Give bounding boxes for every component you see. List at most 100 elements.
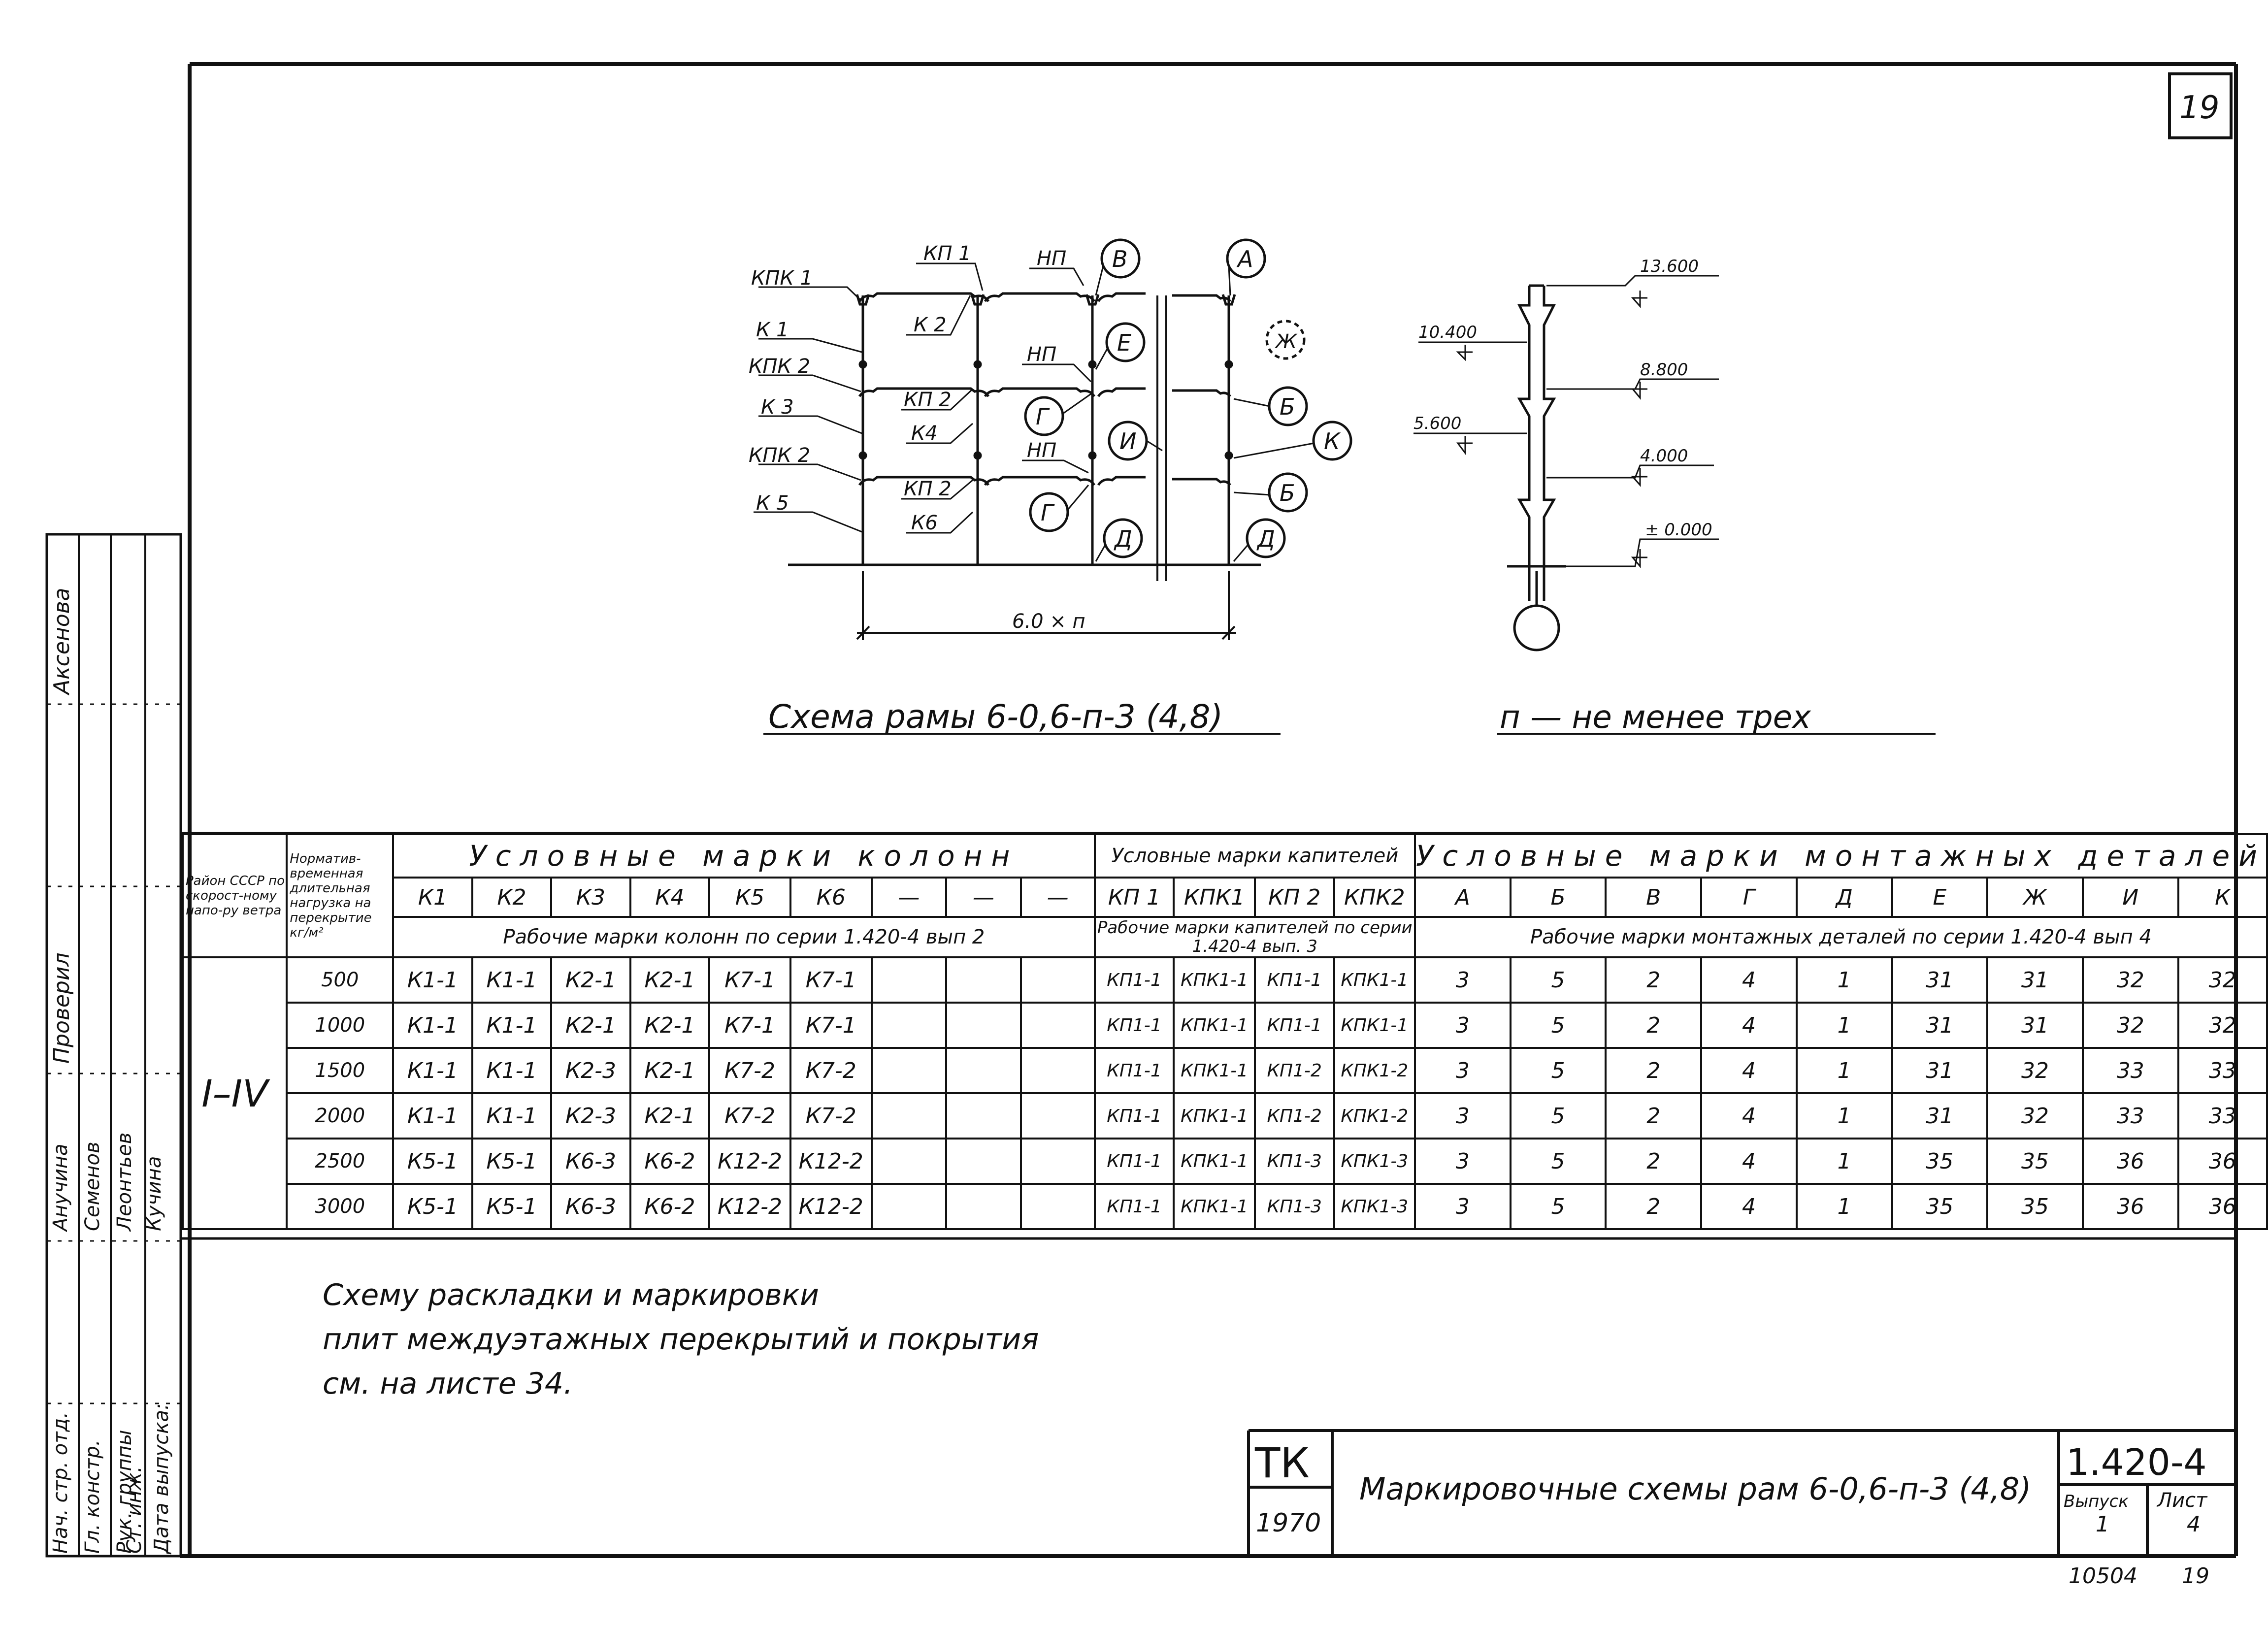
bubble-d1: Д xyxy=(1114,525,1132,552)
stamp-check-role: Проверил xyxy=(49,952,74,1064)
capital-working-mark: КП1-1 xyxy=(1093,1092,1175,1140)
bubble-v: В xyxy=(1112,246,1128,272)
column-working-mark: К1-1 xyxy=(392,1002,473,1049)
column-working-mark: К6-2 xyxy=(629,1138,711,1185)
note-line-3: см. на листе 34. xyxy=(323,1367,573,1401)
label-kpk2-b: КПК 2 xyxy=(749,444,810,467)
bubble-i: И xyxy=(1119,428,1136,455)
capital-mark: КП 1 xyxy=(1093,877,1175,918)
load-value: 500 xyxy=(286,956,394,1004)
sheet-label: Лист xyxy=(2156,1489,2208,1512)
label-kp1: КП 1 xyxy=(923,242,971,265)
level-0000: ± 0.000 xyxy=(1645,520,1712,540)
title-org: ТК xyxy=(1254,1439,1310,1487)
load-value: 1500 xyxy=(286,1047,394,1094)
column-working-mark: К7-1 xyxy=(708,956,791,1004)
column-working-mark xyxy=(870,1092,948,1140)
marks-schedule-table: Район СССР по скорост-ному напо-ру ветра… xyxy=(181,833,2268,1230)
detail-working-mark: 32 xyxy=(2081,1002,2179,1049)
column-working-mark: К7-2 xyxy=(789,1047,873,1094)
capital-working-mark: КПК1-1 xyxy=(1173,956,1256,1004)
column-mark: — xyxy=(870,877,948,918)
column-working-mark: К2-1 xyxy=(629,956,711,1004)
label-kp2-b: КП 2 xyxy=(904,478,952,500)
label-k5: К 5 xyxy=(756,492,789,515)
stamp-check-name: Аксенова xyxy=(49,587,74,694)
bubble-g2: Г xyxy=(1041,499,1055,526)
working-capital-marks: Рабочие марки капителей по серии 1.420-4… xyxy=(1093,916,1416,958)
level-5600: 5.600 xyxy=(1413,414,1461,433)
column-working-mark xyxy=(945,956,1022,1004)
column-working-mark: К1-1 xyxy=(471,1002,553,1049)
bubble-d2: Д xyxy=(1256,525,1275,552)
column-working-mark: К6-3 xyxy=(550,1183,631,1230)
detail-working-mark: 5 xyxy=(1509,1002,1607,1049)
detail-working-mark: 5 xyxy=(1509,1183,1607,1230)
header-load: Норматив-временная длительная нагрузка н… xyxy=(286,833,394,958)
column-working-mark: К12-2 xyxy=(708,1183,791,1230)
wind-region: I–IV xyxy=(181,956,288,1230)
column-working-mark xyxy=(1019,1183,1096,1230)
column-working-mark xyxy=(1019,956,1096,1004)
capital-working-mark: КПК1-1 xyxy=(1173,1047,1256,1094)
column-working-mark: К2-1 xyxy=(629,1002,711,1049)
column-mark: К3 xyxy=(550,877,631,918)
column-mark: К2 xyxy=(471,877,553,918)
capital-working-mark: КПК1-1 xyxy=(1173,1092,1256,1140)
column-working-mark: К7-1 xyxy=(789,956,873,1004)
detail-mark: И xyxy=(2081,877,2179,918)
capital-working-mark: КП1-1 xyxy=(1093,1183,1175,1230)
detail-working-mark: 36 xyxy=(2081,1183,2179,1230)
title-block-frame xyxy=(1247,1429,2236,1556)
bubble-b1: Б xyxy=(1280,393,1295,420)
column-working-mark: К5-1 xyxy=(471,1138,553,1185)
detail-working-mark: 5 xyxy=(1509,1047,1607,1094)
side-stamp-frame xyxy=(45,533,182,1558)
column-working-mark: К2-1 xyxy=(550,1002,631,1049)
capital-mark: КПК1 xyxy=(1173,877,1256,918)
column-working-mark xyxy=(870,1138,948,1185)
load-value: 2000 xyxy=(286,1092,394,1140)
detail-working-mark: 4 xyxy=(1700,1002,1798,1049)
detail-working-mark: 2 xyxy=(1605,1047,1703,1094)
column-working-mark: К2-3 xyxy=(550,1047,631,1094)
detail-working-mark: 36 xyxy=(2081,1138,2179,1185)
label-k4: К4 xyxy=(911,422,938,445)
column-working-mark: К7-2 xyxy=(708,1047,791,1094)
header-wind-region: Район СССР по скорост-ному напо-ру ветра xyxy=(181,833,288,958)
column-working-mark: К1-1 xyxy=(471,1092,553,1140)
detail-working-mark: 3 xyxy=(1413,1183,1512,1230)
sheet-number-box xyxy=(2168,72,2233,139)
capital-working-mark: КП1-1 xyxy=(1253,1002,1335,1049)
detail-working-mark: 36 xyxy=(2177,1138,2268,1185)
capital-working-mark: КП1-1 xyxy=(1253,956,1335,1004)
level-8800: 8.800 xyxy=(1640,360,1688,380)
stamp-role-4: Ст. инж. xyxy=(123,1466,146,1554)
detail-working-mark: 1 xyxy=(1795,1092,1893,1140)
capital-working-mark: КП1-1 xyxy=(1093,1047,1175,1094)
label-k1: К 1 xyxy=(756,319,789,341)
column-working-mark xyxy=(870,1183,948,1230)
bubble-a: А xyxy=(1236,246,1253,272)
capital-working-mark: КПК1-1 xyxy=(1333,1002,1416,1049)
label-np-top: НП xyxy=(1037,247,1066,270)
label-np-mid: НП xyxy=(1027,343,1056,366)
sheet-number: 19 xyxy=(2179,90,2219,126)
detail-working-mark: 36 xyxy=(2177,1183,2268,1230)
load-value: 2500 xyxy=(286,1138,394,1185)
capital-mark: КПК2 xyxy=(1333,877,1416,918)
title-year: 1970 xyxy=(1256,1508,1321,1538)
capital-working-mark: КП1-3 xyxy=(1253,1138,1335,1185)
label-k6: К6 xyxy=(911,512,938,534)
column-working-mark xyxy=(945,1183,1022,1230)
column-working-mark: К7-1 xyxy=(789,1002,873,1049)
column-working-mark xyxy=(1019,1092,1096,1140)
capital-working-mark: КП1-1 xyxy=(1093,1138,1175,1185)
detail-working-mark: 3 xyxy=(1413,956,1512,1004)
detail-working-mark: 3 xyxy=(1413,1092,1512,1140)
stamp-name-4: Кучина xyxy=(143,1156,165,1231)
